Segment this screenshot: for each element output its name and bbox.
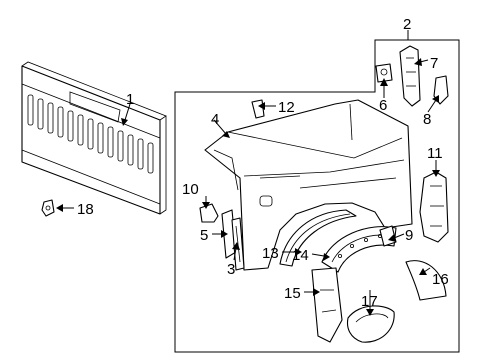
- bed-side-panel: [204, 99, 413, 271]
- hinge-clip: [41, 199, 55, 217]
- callout-18: 18: [77, 201, 94, 218]
- callout-7: 7: [430, 55, 438, 72]
- callout-1: 1: [126, 91, 134, 108]
- fuel-door: [346, 305, 395, 343]
- callout-13: 13: [262, 245, 279, 262]
- callout-12: 12: [278, 99, 295, 116]
- rear-corner-assembly: [419, 171, 449, 243]
- splash-shield: [311, 267, 343, 343]
- mud-flap: [405, 260, 447, 301]
- callout-16: 16: [432, 271, 449, 288]
- callout-5: 5: [200, 227, 208, 244]
- callout-9: 9: [405, 227, 413, 244]
- tailgate-panel: [21, 61, 167, 215]
- callout-17: 17: [361, 293, 378, 310]
- callout-14: 14: [292, 247, 309, 264]
- callout-4: 4: [211, 111, 219, 128]
- bracket: [199, 203, 219, 223]
- callout-6: 6: [379, 97, 387, 114]
- small-clip: [251, 99, 265, 119]
- assembly-frame: [174, 39, 460, 353]
- rear-pillar-reinforcement: [399, 45, 421, 107]
- callout-10: 10: [182, 181, 199, 198]
- tailgate-slots: [27, 94, 154, 174]
- hinge-bracket: [375, 63, 393, 83]
- callout-3: 3: [227, 261, 235, 278]
- callout-15: 15: [284, 285, 301, 302]
- fender-flare: [279, 209, 357, 267]
- callout-8: 8: [423, 111, 431, 128]
- callout-11: 11: [427, 145, 443, 162]
- leader-lines: [56, 30, 440, 316]
- callout-2: 2: [403, 16, 411, 33]
